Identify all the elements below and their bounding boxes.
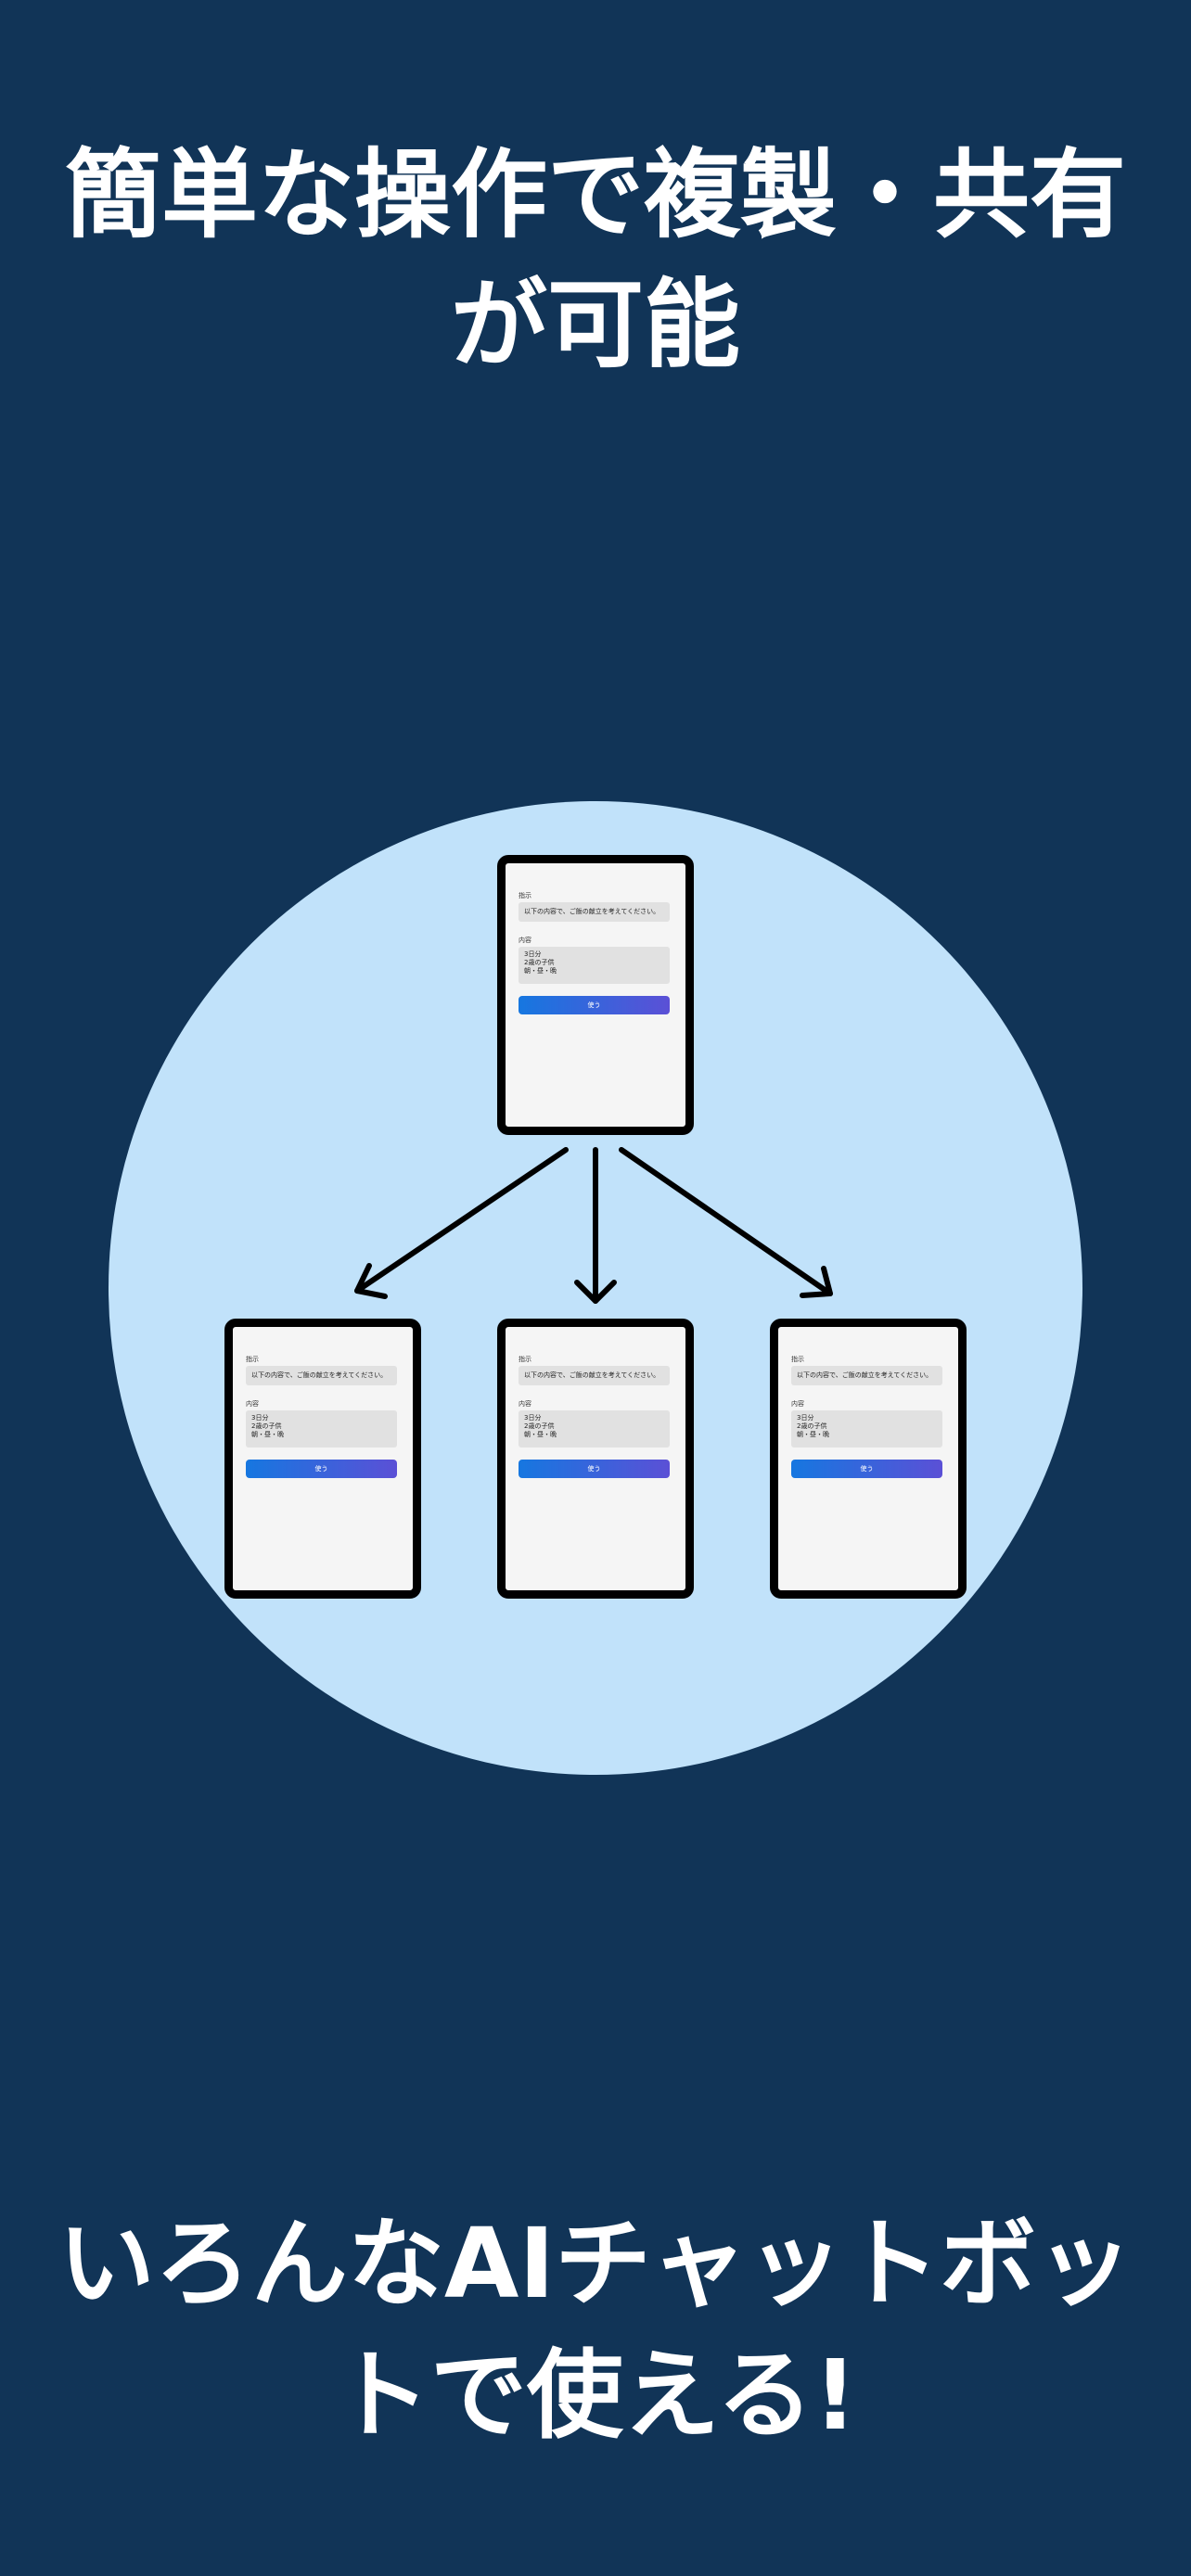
- instruction-box: 以下の内容で、ご飯の献立を考えてください。: [519, 1366, 670, 1385]
- use-button[interactable]: 使う: [519, 1460, 670, 1478]
- use-button[interactable]: 使う: [519, 996, 670, 1014]
- content-label: 内容: [791, 1400, 804, 1408]
- content-line: 2歳の子供: [524, 959, 555, 966]
- instruction-label: 指示: [791, 1356, 804, 1363]
- content-line: 3日分: [797, 1414, 814, 1422]
- instruction-box: 以下の内容で、ご飯の献立を考えてください。: [791, 1366, 942, 1385]
- instruction-label: 指示: [246, 1356, 259, 1363]
- content-line: 朝・昼・晩: [524, 1431, 557, 1438]
- headline-bottom: いろんなAIチャットボッ トで使える!: [0, 2198, 1191, 2461]
- tablet-copy-right: 指示 以下の内容で、ご飯の献立を考えてください。 内容 3日分 2歳の子供 朝・…: [770, 1319, 967, 1599]
- content-label: 内容: [246, 1400, 259, 1408]
- content-line: 朝・昼・晩: [797, 1431, 829, 1438]
- content-label: 内容: [519, 937, 531, 944]
- content-line: 3日分: [524, 1414, 542, 1422]
- tablet-copy-center: 指示 以下の内容で、ご飯の献立を考えてください。 内容 3日分 2歳の子供 朝・…: [497, 1319, 694, 1599]
- instruction-label: 指示: [519, 1356, 531, 1363]
- headline-bottom-line2: トで使える!: [333, 2339, 858, 2452]
- use-button[interactable]: 使う: [791, 1460, 942, 1478]
- headline-top-line1: 簡単な操作で複製・共有: [64, 138, 1126, 251]
- instruction-box: 以下の内容で、ご飯の献立を考えてください。: [519, 902, 670, 922]
- content-line: 3日分: [524, 950, 542, 958]
- content-line: 2歳の子供: [251, 1422, 282, 1430]
- content-box: 3日分 2歳の子供 朝・昼・晩: [791, 1410, 942, 1447]
- headline-bottom-line1: いろんなAIチャットボッ: [58, 2207, 1133, 2320]
- headline-top-line2: が可能: [450, 268, 740, 381]
- content-line: 朝・昼・晩: [251, 1431, 284, 1438]
- tablet-copy-left: 指示 以下の内容で、ご飯の献立を考えてください。 内容 3日分 2歳の子供 朝・…: [224, 1319, 421, 1599]
- use-button[interactable]: 使う: [246, 1460, 397, 1478]
- instruction-label: 指示: [519, 892, 531, 899]
- content-box: 3日分 2歳の子供 朝・昼・晩: [246, 1410, 397, 1447]
- instruction-box: 以下の内容で、ご飯の献立を考えてください。: [246, 1366, 397, 1385]
- content-box: 3日分 2歳の子供 朝・昼・晩: [519, 1410, 670, 1447]
- content-label: 内容: [519, 1400, 531, 1408]
- content-line: 2歳の子供: [797, 1422, 827, 1430]
- tablet-original: 指示 以下の内容で、ご飯の献立を考えてください。 内容 3日分 2歳の子供 朝・…: [497, 855, 694, 1135]
- content-line: 3日分: [251, 1414, 269, 1422]
- content-box: 3日分 2歳の子供 朝・昼・晩: [519, 947, 670, 984]
- content-line: 朝・昼・晩: [524, 967, 557, 975]
- headline-top: 簡単な操作で複製・共有 が可能: [0, 130, 1191, 389]
- content-line: 2歳の子供: [524, 1422, 555, 1430]
